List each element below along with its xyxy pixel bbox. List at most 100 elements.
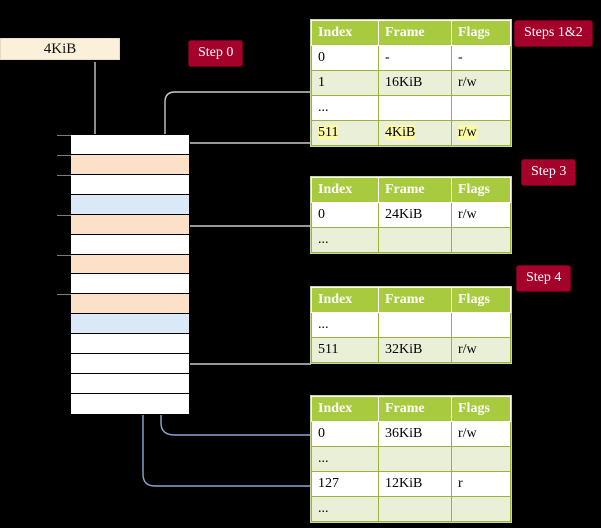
table-cell: 127 — [311, 471, 379, 497]
cell-value: ... — [318, 232, 329, 247]
table-cell: r/w — [451, 120, 511, 146]
cell-value: 511 — [318, 125, 339, 140]
cell-value: 16KiB — [385, 75, 423, 90]
cell-value: - — [458, 50, 463, 65]
table-cell: - — [378, 45, 452, 71]
source-frame-label: 4KiB — [43, 40, 77, 57]
memory-row-3 — [71, 194, 189, 215]
table-cell: ... — [311, 227, 379, 253]
table-cell: ... — [311, 446, 379, 472]
table-cell — [451, 95, 511, 121]
table-row: ... — [311, 227, 511, 253]
cell-value: r/w — [458, 426, 477, 441]
memory-row-tick-8 — [57, 294, 71, 296]
cell-value: r/w — [458, 125, 477, 140]
table-row: 1 16KiB r/w — [311, 70, 511, 96]
table-cell: 0 — [311, 421, 379, 447]
table-row: 127 12KiB r — [311, 471, 511, 497]
steps-1-2-label: Steps 1&2 — [514, 20, 593, 47]
step-4-label: Step 4 — [516, 265, 572, 292]
memory-row-10 — [71, 334, 189, 355]
table-cell: 32KiB — [378, 337, 452, 363]
column-header-frame: Frame — [378, 177, 452, 203]
memory-row-7 — [71, 274, 189, 295]
table-cell: 0 — [311, 202, 379, 228]
table-cell: 16KiB — [378, 70, 452, 96]
column-header-flags: Flags — [451, 287, 511, 313]
column-header-flags: Flags — [451, 396, 511, 422]
cell-value: 511 — [318, 342, 339, 357]
column-header-index: Index — [311, 287, 379, 313]
memory-row-13 — [71, 393, 189, 414]
table-cell — [451, 312, 511, 338]
table-cell: r/w — [451, 202, 511, 228]
cell-value: 127 — [318, 476, 339, 491]
cell-value: 12KiB — [385, 476, 423, 491]
memory-row-4 — [57, 214, 189, 235]
memory-row-tick-6 — [57, 254, 71, 256]
step-0-label: Step 0 — [188, 40, 244, 67]
memory-row-1 — [57, 154, 189, 175]
memory-row-11 — [71, 354, 189, 375]
table-cell: ... — [311, 496, 379, 522]
cell-value: 32KiB — [385, 342, 423, 357]
table-cell: r/w — [451, 70, 511, 96]
cell-value: r/w — [458, 342, 477, 357]
table-cell: 511 — [311, 120, 379, 146]
table-cell — [378, 496, 452, 522]
table-cell — [378, 312, 452, 338]
table-cell: r/w — [451, 421, 511, 447]
table-cell: ... — [311, 312, 379, 338]
cell-value: 1 — [318, 75, 325, 90]
table-cell — [451, 496, 511, 522]
cell-value: r — [458, 476, 463, 491]
cell-value: 0 — [318, 207, 325, 222]
step-3-label: Step 3 — [521, 159, 577, 186]
cell-value: ... — [318, 501, 329, 516]
table-cell: - — [451, 45, 511, 71]
column-header-index: Index — [311, 20, 379, 46]
table-cell: ... — [311, 95, 379, 121]
column-header-index: Index — [311, 177, 379, 203]
column-header-frame: Frame — [378, 396, 452, 422]
cell-value: ... — [318, 317, 329, 332]
table-cell — [378, 446, 452, 472]
table-cell: r/w — [451, 337, 511, 363]
table-row: 0 36KiB r/w — [311, 421, 511, 447]
table-cell — [378, 95, 452, 121]
cell-value: r/w — [458, 75, 477, 90]
table-cell: 511 — [311, 337, 379, 363]
memory-row-8 — [57, 294, 189, 315]
column-header-flags: Flags — [451, 177, 511, 203]
cell-value: 0 — [318, 426, 325, 441]
memory-row-12 — [71, 374, 189, 394]
table-row: ... — [311, 496, 511, 522]
cell-value: 36KiB — [385, 426, 423, 441]
column-header-frame: Frame — [378, 20, 452, 46]
memory-row-0 — [57, 135, 189, 155]
table-cell: 12KiB — [378, 471, 452, 497]
cell-value: r/w — [458, 207, 477, 222]
column-header-index: Index — [311, 396, 379, 422]
column-header-frame: Frame — [378, 287, 452, 313]
column-header-flags: Flags — [451, 20, 511, 46]
table-cell: 0 — [311, 45, 379, 71]
table-cell — [451, 446, 511, 472]
physical-memory-column — [57, 134, 190, 415]
table-row: ... — [311, 312, 511, 338]
memory-row-tick-2 — [57, 174, 71, 176]
memory-row-6 — [57, 254, 189, 275]
memory-row-tick-0 — [57, 135, 71, 136]
memory-row-tick-4 — [57, 214, 71, 216]
table-cell — [378, 227, 452, 253]
cell-value: ... — [318, 100, 329, 115]
cell-value: ... — [318, 451, 329, 466]
